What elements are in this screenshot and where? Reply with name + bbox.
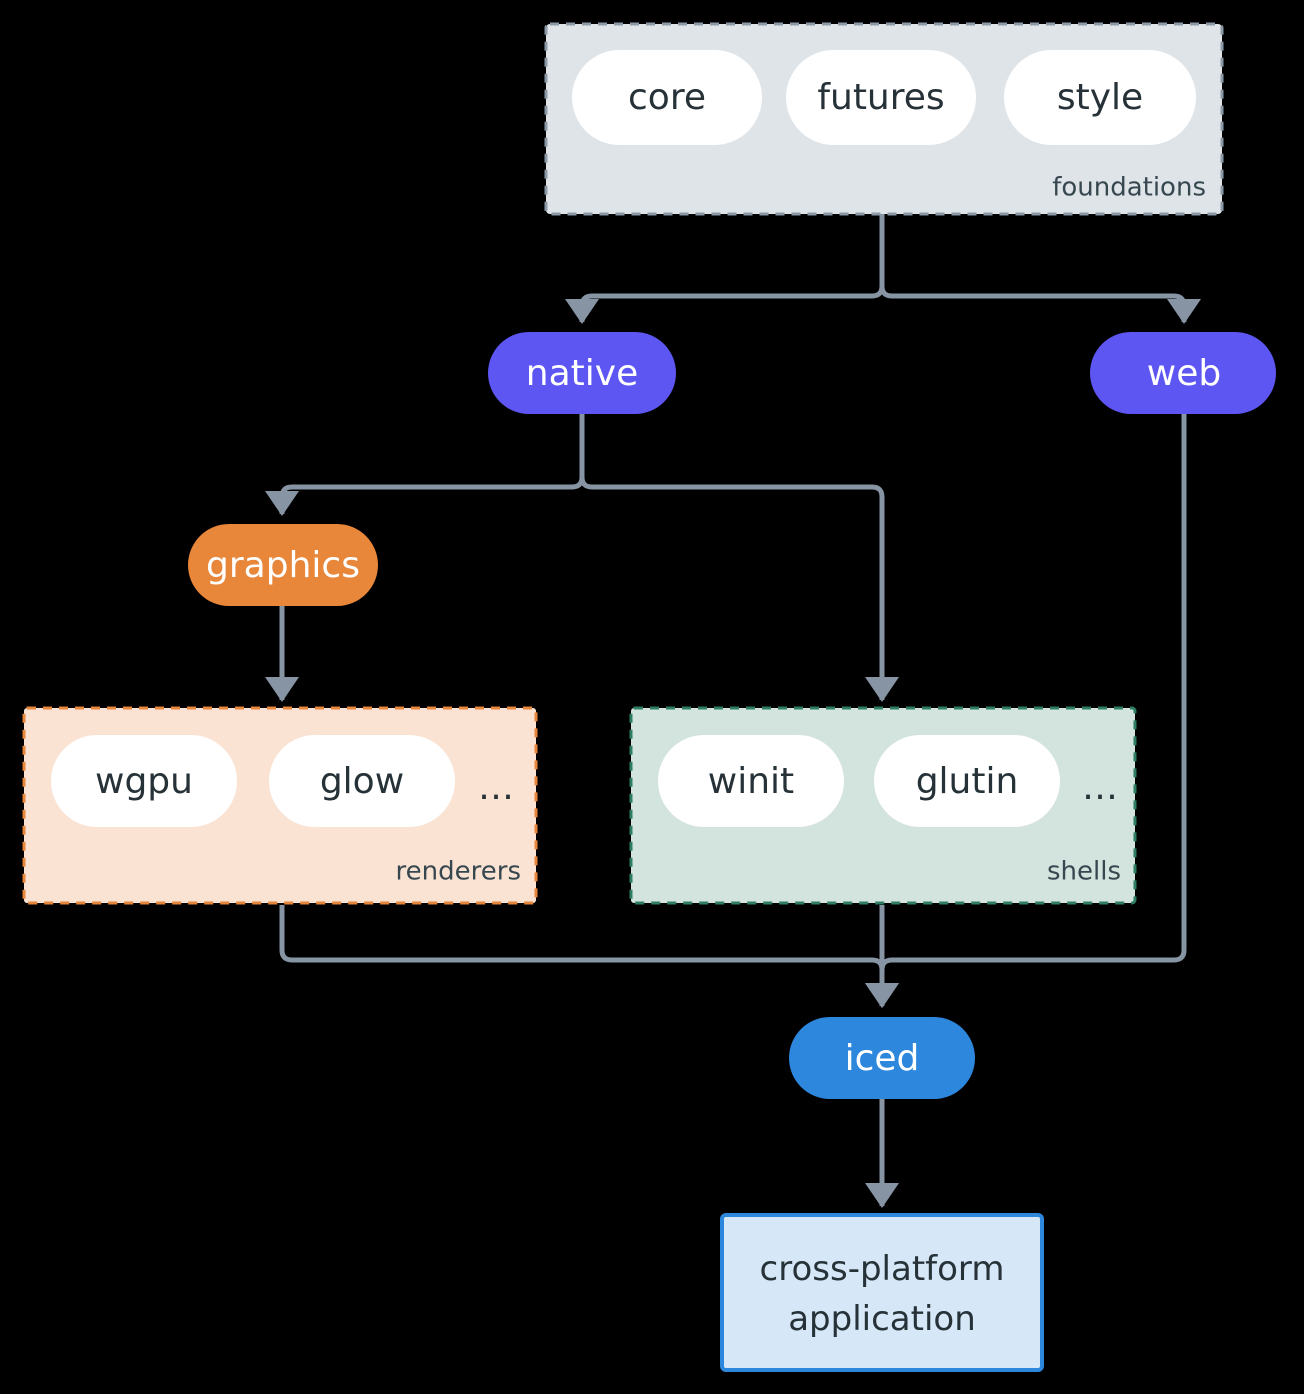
node-application[interactable]: cross-platform application <box>720 1213 1044 1372</box>
node-core-shape[interactable] <box>572 50 762 145</box>
node-graphics[interactable]: graphics <box>188 524 378 606</box>
node-style-label: style <box>1057 77 1143 118</box>
group-foundations-label: foundations <box>1052 173 1206 203</box>
node-core-label: core <box>628 77 706 118</box>
node-wgpu-label: wgpu <box>95 761 193 802</box>
group-renderers-label: renderers <box>396 857 521 887</box>
node-web[interactable]: web <box>1090 332 1276 414</box>
node-core[interactable]: core <box>572 50 762 145</box>
node-graphics-shape[interactable] <box>188 524 378 606</box>
edge-layer <box>265 214 1201 1209</box>
node-futures[interactable]: futures <box>786 50 976 145</box>
node-application-label-line1: cross-platform <box>760 1249 1005 1289</box>
group-shells: winit glutin … shells <box>629 706 1137 905</box>
node-futures-label: futures <box>817 77 944 118</box>
node-renderers-more-label: … <box>478 767 514 808</box>
node-application-shape[interactable] <box>720 1213 1044 1372</box>
node-web-label: web <box>1147 353 1221 394</box>
node-graphics-label: graphics <box>206 545 360 586</box>
node-native-label: native <box>526 353 638 394</box>
node-style[interactable]: style <box>1004 50 1196 145</box>
node-native[interactable]: native <box>488 332 676 414</box>
node-winit-shape[interactable] <box>658 735 844 827</box>
node-winit[interactable]: winit <box>658 735 844 827</box>
node-glow-shape[interactable] <box>269 735 455 827</box>
node-wgpu[interactable]: wgpu <box>51 735 237 827</box>
node-wgpu-shape[interactable] <box>51 735 237 827</box>
node-style-shape[interactable] <box>1004 50 1196 145</box>
node-winit-label: winit <box>708 761 794 802</box>
node-application-label-line2: application <box>788 1299 976 1339</box>
group-shells-label: shells <box>1047 857 1121 887</box>
edge-native-to-shells <box>579 414 899 703</box>
edge-web-to-iced <box>865 414 1187 1009</box>
node-futures-shape[interactable] <box>786 50 976 145</box>
node-iced[interactable]: iced <box>789 1017 975 1099</box>
node-iced-shape[interactable] <box>789 1017 975 1099</box>
node-glow[interactable]: glow <box>269 735 455 827</box>
edge-foundations-to-native <box>565 214 885 325</box>
node-glutin-shape[interactable] <box>874 735 1060 827</box>
node-glutin-label: glutin <box>916 761 1019 802</box>
edge-renderers-to-iced <box>279 905 899 1009</box>
node-native-shape[interactable] <box>488 332 676 414</box>
node-shells-more-label: … <box>1082 767 1118 808</box>
group-renderers: wgpu glow … renderers <box>22 706 538 905</box>
node-glutin[interactable]: glutin <box>874 735 1060 827</box>
node-web-shape[interactable] <box>1090 332 1276 414</box>
group-foundations: core futures style foundations <box>544 22 1224 216</box>
node-iced-label: iced <box>845 1038 920 1079</box>
edge-foundations-to-web <box>879 214 1201 325</box>
node-glow-label: glow <box>320 761 404 802</box>
edge-native-to-graphics <box>265 414 585 517</box>
